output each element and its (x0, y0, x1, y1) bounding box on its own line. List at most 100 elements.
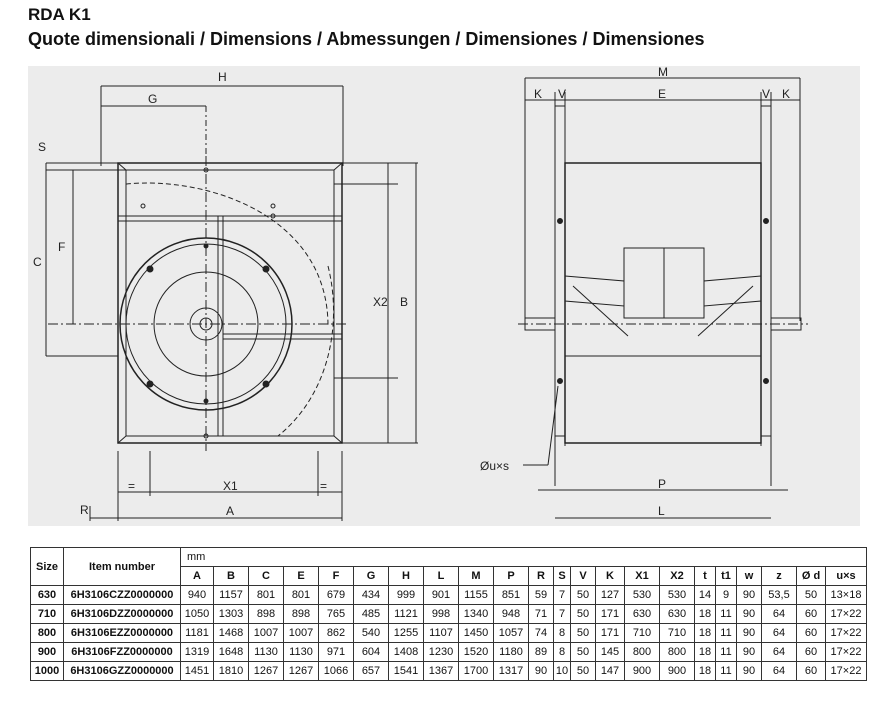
size-cell: 630 (30, 585, 64, 605)
value-cell: 171 (595, 604, 625, 624)
value-cell: 530 (624, 585, 660, 605)
value-cell: 1130 (248, 642, 284, 662)
dim-label-K: K (782, 87, 790, 101)
value-cell: 60 (796, 642, 826, 662)
value-cell: 1319 (180, 642, 214, 662)
value-cell: 1267 (283, 661, 319, 681)
value-cell: 1267 (248, 661, 284, 681)
size-cell: 1000 (30, 661, 64, 681)
dim-label-C: C (33, 255, 42, 269)
value-cell: 50 (570, 661, 596, 681)
side-view (518, 77, 808, 519)
value-cell: 11 (715, 623, 737, 643)
value-cell: 971 (318, 642, 354, 662)
column-header: H (388, 566, 424, 586)
value-cell: 800 (659, 642, 695, 662)
value-cell: 1180 (493, 642, 529, 662)
value-cell: 11 (715, 604, 737, 624)
value-cell: 1648 (213, 642, 249, 662)
value-cell: 765 (318, 604, 354, 624)
dim-label-A: A (226, 504, 234, 518)
value-cell: 948 (493, 604, 529, 624)
value-cell: 50 (796, 585, 826, 605)
value-cell: 1255 (388, 623, 424, 643)
value-cell: 900 (624, 661, 660, 681)
size-cell: 710 (30, 604, 64, 624)
value-cell: 18 (694, 661, 716, 681)
value-cell: 1107 (423, 623, 459, 643)
column-header: P (493, 566, 529, 586)
value-cell: 60 (796, 661, 826, 681)
value-cell: 800 (624, 642, 660, 662)
item-number-cell: 6H3106CZZ0000000 (63, 585, 181, 605)
dim-label-P: P (658, 477, 666, 491)
column-header: u×s (825, 566, 867, 586)
value-cell: 999 (388, 585, 424, 605)
value-cell: 90 (736, 642, 762, 662)
table-header-row: Size Item number mm (30, 547, 867, 586)
dim-label-V: V (762, 87, 770, 101)
column-header: X2 (659, 566, 695, 586)
value-cell: 64 (761, 604, 797, 624)
value-cell: 1810 (213, 661, 249, 681)
value-cell: 1066 (318, 661, 354, 681)
value-cell: 1367 (423, 661, 459, 681)
dim-label-H: H (218, 70, 227, 84)
value-cell: 1340 (458, 604, 494, 624)
value-cell: 74 (528, 623, 554, 643)
column-header-item-number: Item number (63, 547, 181, 586)
value-cell: 530 (659, 585, 695, 605)
value-cell: 998 (423, 604, 459, 624)
value-cell: 9 (715, 585, 737, 605)
value-cell: 145 (595, 642, 625, 662)
value-cell: 851 (493, 585, 529, 605)
dim-label-E: E (658, 87, 666, 101)
value-cell: 50 (570, 642, 596, 662)
value-cell: 862 (318, 623, 354, 643)
item-number-cell: 6H3106FZZ0000000 (63, 642, 181, 662)
value-cell: 7 (553, 604, 571, 624)
column-header: Ø d (796, 566, 826, 586)
column-header: C (248, 566, 284, 586)
value-cell: 50 (570, 604, 596, 624)
value-cell: 64 (761, 623, 797, 643)
value-cell: 18 (694, 623, 716, 643)
value-cell: 1520 (458, 642, 494, 662)
value-cell: 1057 (493, 623, 529, 643)
size-cell: 800 (30, 623, 64, 643)
dim-label-X1: X1 (223, 479, 238, 493)
value-cell: 1468 (213, 623, 249, 643)
value-cell: 13×18 (825, 585, 867, 605)
value-cell: 11 (715, 661, 737, 681)
value-cell: 18 (694, 642, 716, 662)
value-cell: 1130 (283, 642, 319, 662)
column-header: M (458, 566, 494, 586)
value-cell: 801 (283, 585, 319, 605)
value-cell: 50 (570, 623, 596, 643)
value-cell: 14 (694, 585, 716, 605)
value-cell: 900 (659, 661, 695, 681)
dim-label-equal: = (128, 479, 135, 493)
column-header-size: Size (30, 547, 64, 586)
column-header: B (213, 566, 249, 586)
value-cell: 89 (528, 642, 554, 662)
value-cell: 8 (553, 642, 571, 662)
column-header: G (353, 566, 389, 586)
value-cell: 1007 (248, 623, 284, 643)
item-number-cell: 6H3106GZZ0000000 (63, 661, 181, 681)
value-cell: 1157 (213, 585, 249, 605)
column-header: V (570, 566, 596, 586)
dim-label-S: S (38, 140, 46, 154)
dim-label-R: R (80, 503, 89, 517)
technical-drawing: H G S C F X2 B X1 A R = = (28, 66, 860, 526)
dim-label-K: K (534, 87, 542, 101)
value-cell: 657 (353, 661, 389, 681)
value-cell: 1050 (180, 604, 214, 624)
column-header: z (761, 566, 797, 586)
